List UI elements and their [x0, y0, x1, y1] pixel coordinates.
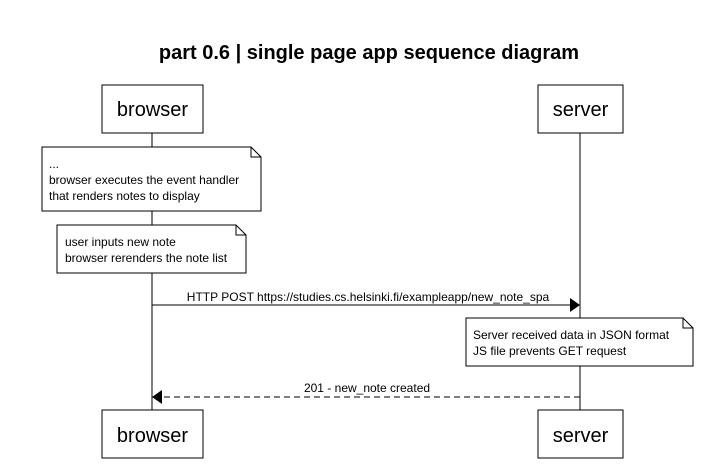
note-user-input-line-2: browser rerenders the note list [65, 251, 228, 265]
actor-browser-bottom-label: browser [117, 425, 188, 447]
actor-server-bottom-label: server [553, 425, 609, 447]
note-event-handler-line-1: ... [49, 157, 59, 171]
message-201-created: 201 - new_note created [152, 381, 580, 404]
note-user-input-line-1: user inputs new note [65, 235, 176, 249]
actor-browser-top-label: browser [117, 99, 188, 121]
actor-server-top: server [537, 84, 624, 134]
actor-server-bottom: server [537, 409, 624, 459]
actor-browser-top: browser [101, 84, 204, 134]
note-event-handler: ... browser executes the event handler t… [41, 146, 262, 212]
note-server-received: Server received data in JSON format JS f… [465, 317, 694, 367]
arrowhead-icon [570, 298, 580, 312]
message-http-post: HTTP POST https://studies.cs.helsinki.fi… [152, 290, 580, 312]
message-201-created-label: 201 - new_note created [304, 381, 430, 395]
arrowhead-icon [152, 390, 162, 404]
note-event-handler-line-2: browser executes the event handler [49, 173, 239, 187]
message-http-post-label: HTTP POST https://studies.cs.helsinki.fi… [187, 290, 550, 304]
note-server-received-line-2: JS file prevents GET request [473, 344, 627, 358]
note-user-input: user inputs new note browser rerenders t… [56, 224, 247, 274]
note-event-handler-line-3: that renders notes to display [49, 189, 200, 203]
note-server-received-line-1: Server received data in JSON format [473, 328, 670, 342]
diagram-title: part 0.6 | single page app sequence diag… [159, 42, 579, 64]
actor-server-top-label: server [553, 99, 609, 121]
actor-browser-bottom: browser [101, 409, 204, 459]
